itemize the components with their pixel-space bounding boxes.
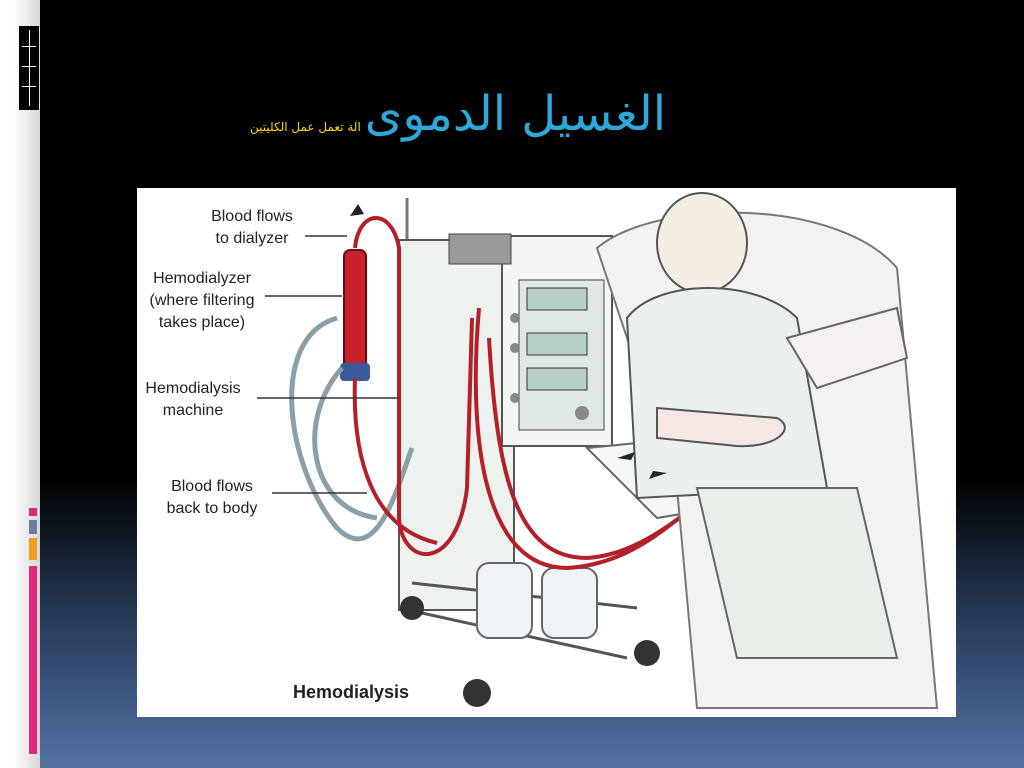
label-blood-back: Blood flows back to body: [166, 478, 258, 517]
label-blood-to-dialyzer: Blood flows to dialyzer: [211, 208, 293, 247]
hemodialysis-illustration: Blood flows to dialyzer Hemodialyzer (wh…: [137, 188, 956, 717]
slide-title: الغسيل الدموى: [364, 86, 667, 142]
slide-subtitle: الة تعمل عمل الكليتين: [250, 120, 361, 134]
accent-bar-gray: [29, 520, 37, 534]
accent-bar-pink-long: [29, 566, 37, 754]
label-machine: Hemodialysis machine: [145, 380, 241, 419]
accent-bar-pink: [29, 508, 37, 516]
label-hemodialyzer: Hemodialyzer (where filtering takes plac…: [149, 270, 255, 331]
illustration-drawing: [257, 192, 939, 709]
figure-caption: Hemodialysis: [293, 682, 410, 702]
grid-logo-icon: [19, 26, 39, 110]
slide-title-block: الغسيل الدموى الة تعمل عمل الكليتين: [250, 58, 850, 138]
accent-bar-orange: [29, 538, 37, 560]
